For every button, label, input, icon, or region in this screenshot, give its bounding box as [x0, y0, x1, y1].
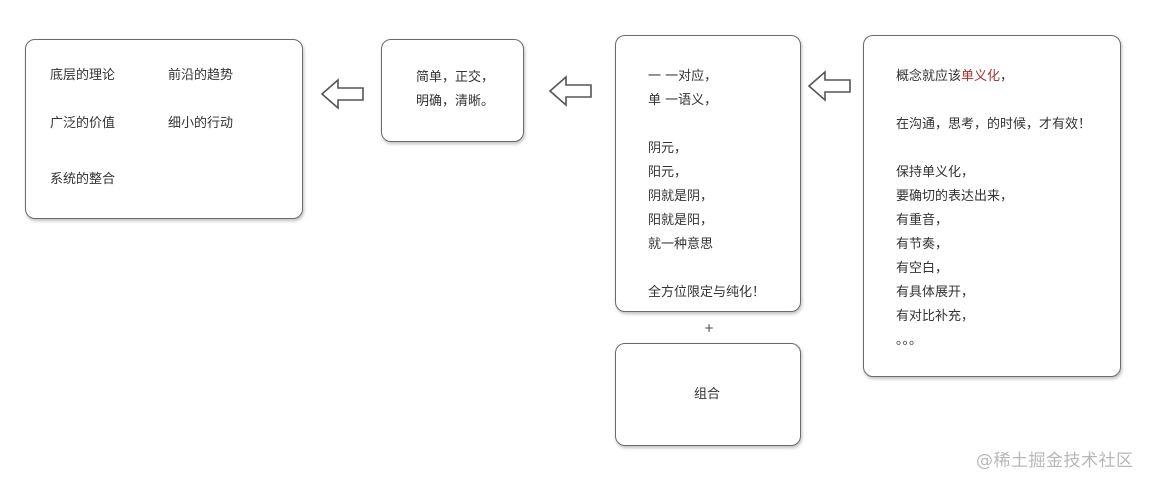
box-one-to-one: 一 一对应， 单 一语义， 阴元， 阳元， 阴就是阴， 阳就是阳， 就一种意思 … [615, 35, 801, 312]
box3-line-4: 阴元， [648, 141, 688, 156]
box5-line-9: 有具体展开， [896, 285, 975, 300]
box2-line-1: 简单，正交， [416, 70, 495, 85]
box-simple-clear: 简单，正交， 明确，清晰。 [381, 39, 524, 142]
highlight-single-meaning: 单义化 [961, 69, 1001, 84]
hollow-left-arrow-icon [808, 70, 851, 102]
item-small-action: 细小的行动 [168, 116, 234, 131]
item-frontier-trend: 前沿的趋势 [168, 68, 234, 83]
box5-first-suffix: ， [1000, 69, 1014, 84]
box5-first-line: 概念就应该单义化， [896, 65, 1013, 89]
plus-sign: + [704, 321, 715, 335]
box3-line-10: 全方位限定与纯化！ [648, 285, 766, 300]
watermark: @稀土掘金技术社区 [976, 451, 1134, 471]
box3-line-7: 阳就是阳， [648, 213, 714, 228]
item-broad-value: 广泛的价值 [50, 116, 116, 131]
box2-line-2: 明确，清晰。 [416, 94, 495, 109]
box5-line-5: 要确切的表达出来， [896, 189, 1014, 204]
box5-line-8: 有空白， [896, 261, 949, 276]
box-combination: 组合 [615, 343, 801, 446]
box3-line-6: 阴就是阴， [648, 189, 714, 204]
box3-line-8: 就一种意思 [648, 237, 714, 252]
box5-line-6: 有重音， [896, 213, 949, 228]
box5-line-4: 保持单义化， [896, 165, 975, 180]
item-system-integration: 系统的整合 [50, 172, 116, 187]
box5-line-2: 在沟通，思考，的时候，才有效！ [896, 117, 1092, 132]
hollow-left-arrow-icon [321, 78, 364, 110]
box5-first-prefix: 概念就应该 [896, 69, 962, 84]
box-single-meaning: 概念就应该单义化， 在沟通，思考，的时候，才有效！ 保持单义化， 要确切的表达出… [863, 35, 1121, 377]
box3-line-1: 一 一对应， [648, 69, 718, 84]
hollow-left-arrow-icon [549, 75, 592, 107]
box5-line-7: 有节奏， [896, 237, 949, 252]
box3-line-2: 单 一语义， [648, 93, 718, 108]
box5-line-10: 有对比补充， [896, 309, 975, 324]
box5-line-11: 。。。 [896, 333, 923, 348]
box-theory: 底层的理论 前沿的趋势 广泛的价值 细小的行动 系统的整合 [25, 39, 303, 219]
item-bottom-theory: 底层的理论 [50, 68, 116, 83]
box3-line-5: 阳元， [648, 165, 688, 180]
combination-label: 组合 [694, 387, 721, 402]
